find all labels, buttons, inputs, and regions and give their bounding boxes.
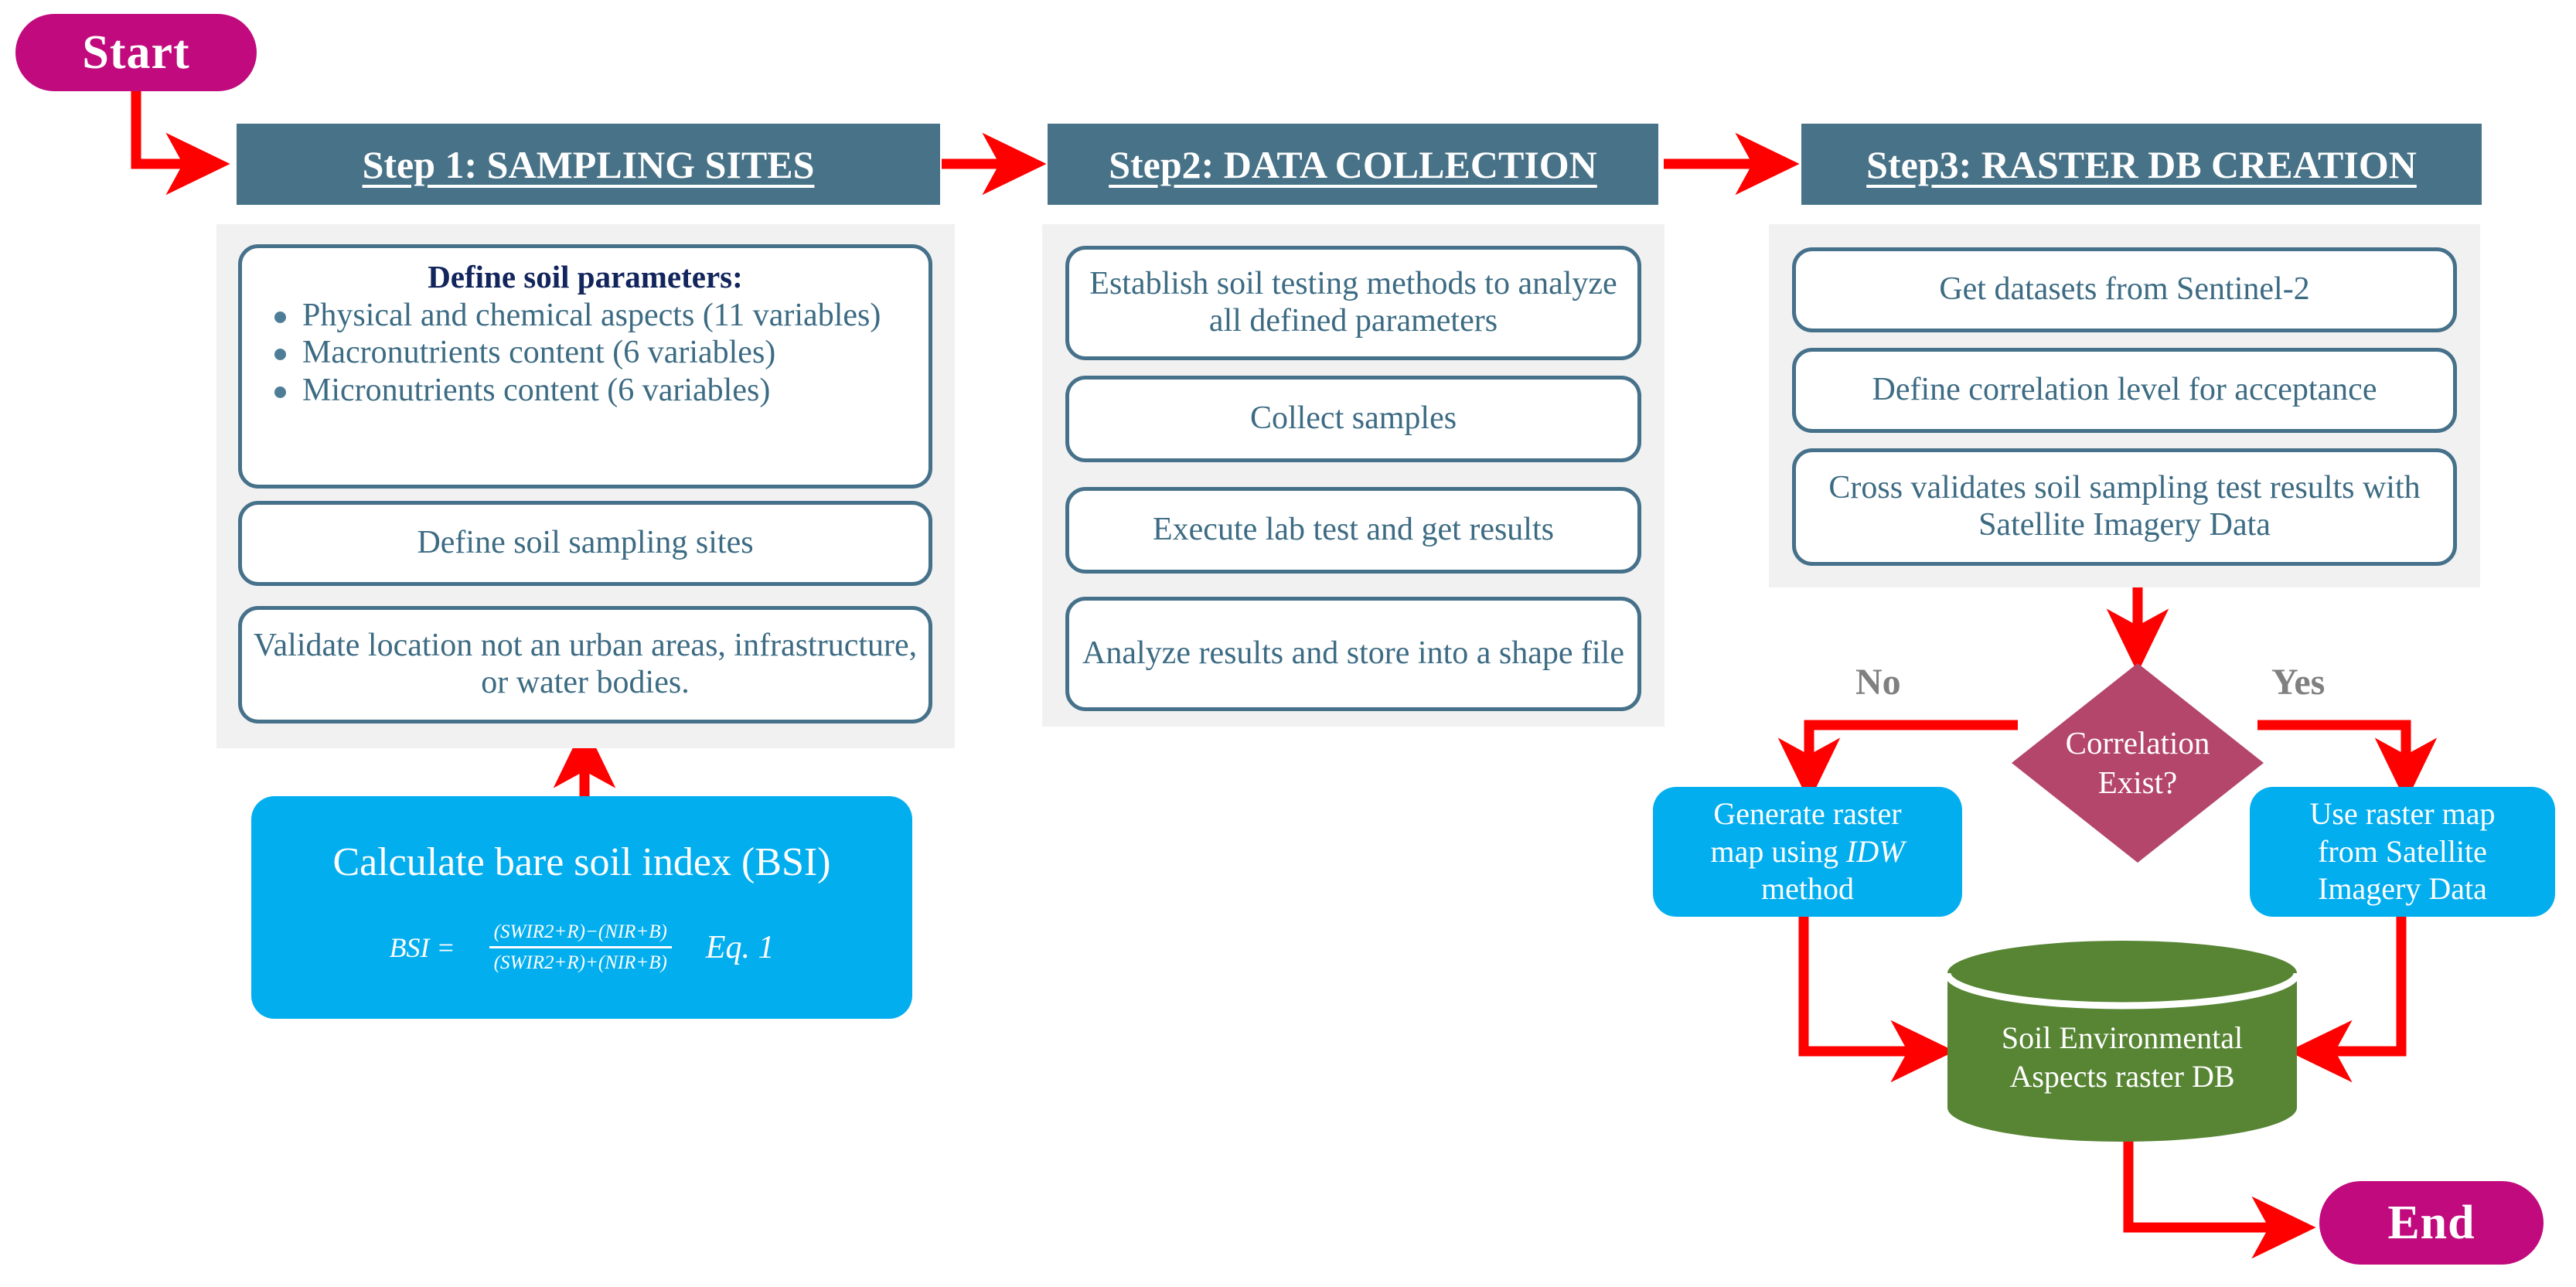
box-label: Analyze results and store into a shape f… xyxy=(1082,635,1624,672)
start-node-label: Start xyxy=(82,26,190,79)
bsi-title: Calculate bare soil index (BSI) xyxy=(332,839,831,884)
database-line-2: Aspects raster DB xyxy=(2009,1059,2235,1094)
bsi-equation-lhs: BSI = xyxy=(389,931,455,963)
arrow-yes-to-use xyxy=(2257,720,2438,802)
start-node[interactable]: Start xyxy=(15,14,257,91)
use-raster-line-3: Imagery Data xyxy=(2318,871,2487,907)
box-label: Define correlation level for acceptance xyxy=(1872,372,2377,408)
step3-box-define-correlation[interactable]: Define correlation level for acceptance xyxy=(1792,348,2457,433)
step1-box-define-sampling-sites[interactable]: Define soil sampling sites xyxy=(238,501,932,586)
branch-box-generate-raster[interactable]: Generate raster map using IDW method xyxy=(1653,787,1962,917)
decision-line-1: Correlation xyxy=(2065,724,2210,761)
box-label: Collect samples xyxy=(1249,400,1457,437)
generate-raster-line-2: map using IDW xyxy=(1710,833,1904,871)
bsi-box[interactable]: Calculate bare soil index (BSI) BSI = (S… xyxy=(251,796,912,1019)
box-label: Define soil sampling sites xyxy=(417,525,754,561)
decision-line-2: Exist? xyxy=(2097,764,2178,800)
generate-raster-line-1: Generate raster xyxy=(1713,795,1902,831)
generate-raster-line-2-pre: map using xyxy=(1710,833,1846,869)
branch-no-text: No xyxy=(1855,662,1901,703)
arrow-db-to-end xyxy=(2123,1140,2316,1259)
box-label: Validate location not an urban areas, in… xyxy=(253,628,918,700)
arrow-no-to-generate xyxy=(1777,720,2018,802)
bsi-fraction: (SWIR2+R)−(NIR+B) (SWIR2+R)+(NIR+B) xyxy=(489,920,672,975)
bsi-equation-number: Eq. 1 xyxy=(705,929,775,965)
step2-header-label: Step2: DATA COLLECTION xyxy=(1109,142,1597,186)
use-raster-line-2: from Satellite xyxy=(2318,833,2487,869)
database-soil-raster-db[interactable]: Soil Environmental Aspects raster DB xyxy=(1944,939,2301,1142)
step3-box-cross-validate[interactable]: Cross validates soil sampling test resul… xyxy=(1792,448,2457,566)
list-item: Physical and chemical aspects (11 variab… xyxy=(274,297,911,335)
step2-box-execute-lab-test[interactable]: Execute lab test and get results xyxy=(1065,487,1641,574)
use-raster-line-1: Use raster map xyxy=(2309,795,2496,831)
list-item: Micronutrients content (6 variables) xyxy=(274,372,911,410)
bsi-equation: BSI = (SWIR2+R)−(NIR+B) (SWIR2+R)+(NIR+B… xyxy=(389,920,774,975)
diamond-shape xyxy=(2012,663,2264,863)
branch-label-yes: Yes xyxy=(2271,661,2325,703)
step2-box-analyze-results[interactable]: Analyze results and store into a shape f… xyxy=(1065,597,1641,711)
step3-box-get-datasets[interactable]: Get datasets from Sentinel-2 xyxy=(1792,247,2457,332)
step2-box-collect-samples[interactable]: Collect samples xyxy=(1065,376,1641,462)
generate-raster-line-3: method xyxy=(1761,871,1854,907)
step1-header-label: Step 1: SAMPLING SITES xyxy=(362,142,815,186)
end-node-label: End xyxy=(2387,1196,2475,1249)
step2-header[interactable]: Step2: DATA COLLECTION xyxy=(1048,124,1658,205)
decision-label: Correlation Exist? xyxy=(2010,662,2265,864)
branch-box-use-raster[interactable]: Use raster map from Satellite Imagery Da… xyxy=(2250,787,2555,917)
database-label: Soil Environmental Aspects raster DB xyxy=(1944,939,2300,1142)
end-node[interactable]: End xyxy=(2319,1181,2544,1265)
box-label: Get datasets from Sentinel-2 xyxy=(1939,271,2310,308)
box-label: Cross validates soil sampling test resul… xyxy=(1828,470,2421,543)
branch-yes-text: Yes xyxy=(2271,662,2326,703)
box-label: Execute lab test and get results xyxy=(1153,512,1554,548)
cylinder-shape xyxy=(1944,941,2301,1142)
branch-label-no: No xyxy=(1855,661,1901,703)
step1-header[interactable]: Step 1: SAMPLING SITES xyxy=(237,124,940,205)
decision-correlation-exist[interactable]: Correlation Exist? xyxy=(2010,662,2265,864)
define-parameters-list: Physical and chemical aspects (11 variab… xyxy=(259,297,911,410)
box-label: Establish soil testing methods to analyz… xyxy=(1089,266,1617,339)
step2-box-establish-methods[interactable]: Establish soil testing methods to analyz… xyxy=(1065,246,1641,360)
list-item: Macronutrients content (6 variables) xyxy=(274,334,911,372)
arrow-generate-to-db xyxy=(1798,911,1955,1083)
define-parameters-title: Define soil parameters: xyxy=(428,259,743,295)
step3-header-label: Step3: RASTER DB CREATION xyxy=(1866,142,2417,186)
step1-box-define-parameters[interactable]: Define soil parameters: Physical and che… xyxy=(238,244,932,489)
bsi-denominator: (SWIR2+R)+(NIR+B) xyxy=(493,952,667,974)
step1-box-validate-location[interactable]: Validate location not an urban areas, in… xyxy=(238,606,932,724)
step3-header[interactable]: Step3: RASTER DB CREATION xyxy=(1801,124,2482,205)
generate-raster-method-emphasis: IDW xyxy=(1846,833,1905,869)
database-line-1: Soil Environmental xyxy=(2001,1020,2244,1056)
arrow-use-to-db xyxy=(2288,911,2407,1083)
bsi-numerator: (SWIR2+R)−(NIR+B) xyxy=(489,920,672,949)
